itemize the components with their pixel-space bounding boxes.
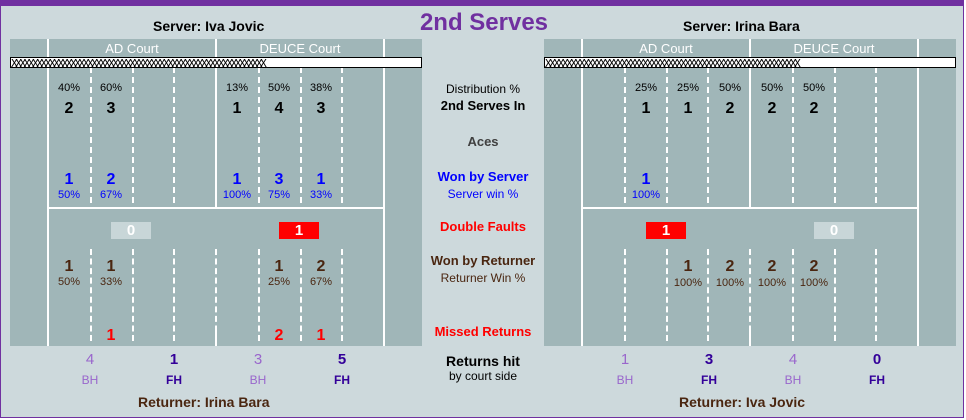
left-missed-returns: 1	[106, 327, 116, 344]
double-faults-label: Double Faults	[440, 219, 526, 234]
left-server-win-pct: 50%	[57, 189, 81, 201]
by-court-side-label: by court side	[448, 369, 518, 383]
right-won-by-returner: 1	[683, 258, 693, 275]
left-net: XXXXXXXXXXXXXXXXXXXXXXXXXXXXXXXXXXXXXXXX…	[10, 57, 422, 68]
right-dist-pct: 50%	[760, 82, 784, 94]
page-title: 2nd Serves	[419, 9, 549, 36]
right-returns-hit-value: 4	[788, 351, 798, 368]
left-court	[10, 39, 422, 346]
right-returns-hit-value: 3	[704, 351, 714, 368]
left-dist-pct: 60%	[99, 82, 123, 94]
right-returns-hit-side: BH	[616, 373, 634, 387]
right-server-win-pct: 100%	[631, 189, 661, 201]
left-double-faults-ad: 0	[111, 222, 151, 239]
left-deuce-court-label: DEUCE Court	[259, 41, 341, 56]
left-returns-hit-side: BH	[249, 373, 267, 387]
right-dist-pct: 50%	[718, 82, 742, 94]
right-court	[544, 39, 956, 346]
left-returns-hit-value: 3	[253, 351, 263, 368]
right-returns-hit-value: 0	[872, 351, 882, 368]
right-double-faults-ad: 1	[646, 222, 686, 239]
serves-in-label: 2nd Serves In	[440, 98, 526, 113]
left-missed-returns: 1	[316, 327, 326, 344]
left-serves-in: 4	[274, 100, 284, 117]
left-server-label: Server: Iva Jovic	[153, 18, 265, 34]
left-won-by-server: 3	[274, 171, 284, 188]
server-win-pct-label: Server win %	[447, 187, 519, 201]
left-returner-win-pct: 67%	[309, 276, 333, 288]
right-deuce-court-label: DEUCE Court	[793, 41, 875, 56]
left-serves-in: 3	[316, 100, 326, 117]
right-returns-hit-value: 1	[620, 351, 630, 368]
left-returns-hit-value: 4	[85, 351, 95, 368]
right-serves-in: 1	[683, 100, 693, 117]
left-returns-hit-side: BH	[81, 373, 99, 387]
right-returner-win-pct: 100%	[673, 277, 703, 289]
right-serves-in: 2	[767, 100, 777, 117]
right-returner-win-pct: 100%	[715, 277, 745, 289]
left-serves-in: 2	[64, 100, 74, 117]
left-won-by-server: 1	[316, 171, 326, 188]
right-server-label: Server: Irina Bara	[683, 18, 800, 34]
right-double-faults-deuce: 0	[814, 222, 854, 239]
right-dist-pct: 25%	[634, 82, 658, 94]
right-net: XXXXXXXXXXXXXXXXXXXXXXXXXXXXXXXXXXXXXXXX…	[544, 57, 956, 68]
right-returner-label: Returner: Iva Jovic	[679, 394, 806, 410]
left-won-by-server: 2	[106, 171, 116, 188]
right-returns-hit-side: BH	[784, 373, 802, 387]
left-won-by-returner: 2	[316, 258, 326, 275]
left-returns-hit-value: 5	[337, 351, 347, 368]
left-returns-hit-value: 1	[169, 351, 179, 368]
right-serves-in: 2	[725, 100, 735, 117]
left-returns-hit-side: FH	[334, 373, 350, 387]
left-server-win-pct: 67%	[99, 189, 123, 201]
right-returns-hit-side: FH	[701, 373, 717, 387]
distribution-label: Distribution %	[445, 82, 521, 96]
right-ad-court-label: AD Court	[639, 41, 693, 56]
right-serves-in: 1	[641, 100, 651, 117]
left-dist-pct: 40%	[57, 82, 81, 94]
returner-win-pct-label: Returner Win %	[440, 271, 526, 285]
right-returner-win-pct: 100%	[757, 277, 787, 289]
left-returner-win-pct: 25%	[267, 276, 291, 288]
left-returner-win-pct: 50%	[57, 276, 81, 288]
left-won-by-returner: 1	[106, 258, 116, 275]
left-dist-pct: 13%	[225, 82, 249, 94]
right-returns-hit-side: FH	[869, 373, 885, 387]
left-missed-returns: 2	[274, 327, 284, 344]
won-by-returner-label: Won by Returner	[430, 253, 536, 268]
left-dist-pct: 38%	[309, 82, 333, 94]
left-serves-in: 1	[232, 100, 242, 117]
right-returner-win-pct: 100%	[799, 277, 829, 289]
aces-label: Aces	[467, 134, 499, 149]
left-returner-win-pct: 33%	[99, 276, 123, 288]
right-dist-pct: 50%	[802, 82, 826, 94]
left-won-by-server: 1	[64, 171, 74, 188]
left-won-by-returner: 1	[274, 258, 284, 275]
left-serves-in: 3	[106, 100, 116, 117]
left-won-by-returner: 1	[64, 258, 74, 275]
left-dist-pct: 50%	[267, 82, 291, 94]
won-by-server-label: Won by Server	[437, 169, 529, 184]
right-won-by-server: 1	[641, 171, 651, 188]
left-server-win-pct: 75%	[267, 189, 291, 201]
left-returner-label: Returner: Irina Bara	[138, 394, 270, 410]
right-won-by-returner: 2	[767, 258, 777, 275]
left-ad-court-label: AD Court	[105, 41, 159, 56]
missed-returns-label: Missed Returns	[434, 324, 532, 339]
returns-hit-label: Returns hit	[446, 353, 520, 369]
left-returns-hit-side: FH	[166, 373, 182, 387]
left-server-win-pct: 100%	[222, 189, 252, 201]
left-double-faults-deuce: 1	[279, 222, 319, 239]
right-dist-pct: 25%	[676, 82, 700, 94]
left-server-win-pct: 33%	[309, 189, 333, 201]
right-won-by-returner: 2	[725, 258, 735, 275]
left-won-by-server: 1	[232, 171, 242, 188]
right-serves-in: 2	[809, 100, 819, 117]
right-won-by-returner: 2	[809, 258, 819, 275]
